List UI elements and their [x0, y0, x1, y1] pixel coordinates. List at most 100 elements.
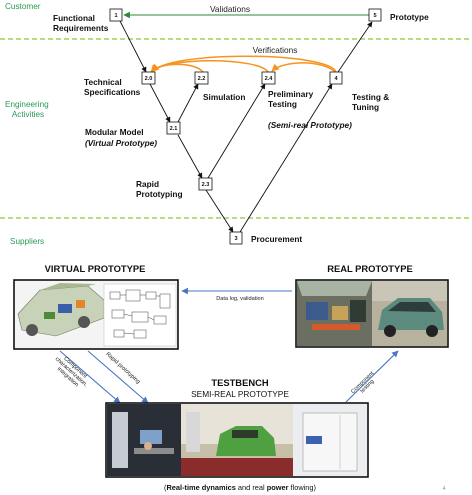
component-characterization-arrow: [59, 350, 121, 404]
lane-label-engineering-line2: Activities: [12, 110, 44, 119]
step-label-2-3: Rapid Prototyping: [136, 179, 183, 199]
step-num-4: 4: [334, 76, 338, 82]
cad-component-green: [44, 312, 55, 319]
v-line-23-to-24: [207, 83, 266, 179]
cad-wheel-front: [26, 324, 38, 336]
cad-car-roof: [40, 283, 96, 290]
step-box-1: 1: [109, 8, 123, 22]
step-num-2-4: 2.4: [265, 76, 274, 82]
control-room-rack: [112, 412, 128, 468]
cad-component-blue: [58, 304, 72, 313]
step-num-2-0: 2.0: [145, 76, 153, 82]
car-wheel-rear: [426, 325, 438, 337]
v-line-21-to-23: [177, 134, 203, 179]
step-label-2-3-line1: Rapid: [136, 179, 159, 189]
caption-bold-2: power: [267, 483, 289, 492]
testbench-title: TESTBENCH: [211, 377, 269, 388]
rapid-prototyping-arrow: [87, 350, 149, 404]
step-label-2-2: Simulation: [203, 92, 245, 102]
v-line-21-to-22: [177, 83, 199, 123]
container-logo: [306, 436, 322, 444]
step-box-2-1: 2.1: [166, 121, 181, 135]
caption-bold-1: Real-time dynamics: [166, 483, 235, 492]
step-label-2-3-line2: Prototyping: [136, 189, 183, 199]
lane-label-engineering-line1: Engineering: [5, 100, 49, 109]
step-label-4-line1: Testing &: [352, 92, 389, 102]
page-number: 4: [443, 486, 446, 492]
step-label-1: Functional Requirements: [53, 13, 109, 33]
verification-arc-24-to-20: [150, 60, 269, 73]
step-num-2-1: 2.1: [170, 126, 178, 132]
step-label-4: Testing & Tuning: [352, 92, 392, 112]
step-label-5: Prototype: [390, 12, 429, 22]
step-box-2-0: 2.0: [141, 71, 156, 85]
cad-wheel-rear: [78, 316, 90, 328]
step-label-1-line1: Functional: [53, 13, 95, 23]
testbench-caption: (Real-time dynamics and real power flowi…: [164, 483, 316, 492]
car-window: [388, 302, 436, 312]
engine-component-2: [332, 306, 348, 320]
caption-suffix: flowing): [288, 483, 316, 492]
v-line-3-to-4: [239, 83, 333, 233]
engine-component-3: [350, 300, 366, 322]
step-box-3: 3: [229, 231, 243, 245]
step-label-2-0-line1: Technical: [84, 77, 122, 87]
step-num-1: 1: [114, 13, 117, 19]
step-box-2-4: 2.4: [261, 71, 276, 85]
cad-component-orange: [76, 300, 85, 308]
data-log-label: Data log, validation: [216, 296, 264, 302]
step-label-2-4-line2: Testing: [268, 99, 297, 109]
semi-real-note: (Semi-real Prototype): [268, 120, 352, 130]
v-line-4-to-5: [337, 21, 373, 73]
v-line-1-to-20: [119, 20, 147, 73]
rapid-prototyping-label: Rapid prototyping: [104, 351, 141, 385]
engine-component-1: [306, 302, 328, 320]
verification-arc-22-to-20: [151, 63, 204, 73]
component-testing-label: Component testing: [350, 370, 380, 400]
real-prototype-title: REAL PROTOTYPE: [327, 263, 413, 274]
operator-figure: [144, 442, 152, 450]
testbench-subtitle: SEMI-REAL PROTOTYPE: [191, 389, 289, 399]
step-num-3: 3: [234, 236, 237, 242]
car-wheel-front: [384, 325, 396, 337]
v-line-23-to-3: [205, 189, 234, 233]
step-num-5: 5: [373, 13, 376, 19]
test-cell-floor: [181, 458, 293, 476]
lane-label-customer: Customer: [5, 2, 41, 11]
verifications-label: Verifications: [253, 45, 298, 55]
control-room-screen: [140, 430, 162, 444]
step-num-2-3: 2.3: [202, 182, 210, 188]
lane-label-engineering: Engineering Activities: [5, 100, 51, 119]
caption-prefix: (: [164, 483, 167, 492]
step-label-2-0-line2: Specifications: [84, 87, 141, 97]
step-label-2-1: Modular Model: [85, 127, 144, 137]
step-label-2-4: Preliminary Testing: [268, 89, 316, 109]
test-cell-vehicle-window: [232, 430, 258, 438]
engine-cabling: [312, 324, 360, 330]
testbench-image: [105, 402, 369, 478]
engine-bay-hood: [297, 281, 372, 296]
step-box-5: 5: [368, 8, 382, 22]
step-box-2-3: 2.3: [198, 177, 213, 191]
test-cell-vehicle: [216, 426, 276, 456]
step-label-2-0: Technical Specifications: [84, 77, 141, 97]
component-testing-arrow: [345, 350, 399, 403]
step-box-2-2: 2.2: [194, 71, 209, 85]
simulink-blocks: [109, 289, 171, 339]
test-cell-cabinet: [186, 412, 200, 452]
step-label-1-line2: Requirements: [53, 23, 109, 33]
lane-label-suppliers: Suppliers: [10, 237, 44, 246]
step-sublabel-2-1: (Virtual Prototype): [85, 138, 157, 148]
step-box-4: 4: [329, 71, 343, 85]
v-line-20-to-21: [149, 83, 171, 123]
control-room-desk: [134, 448, 174, 454]
step-num-2-2: 2.2: [198, 76, 206, 82]
car-photo-sky: [372, 281, 447, 301]
virtual-prototype-title: VIRTUAL PROTOTYPE: [45, 263, 146, 274]
step-label-4-line2: Tuning: [352, 102, 379, 112]
caption-mid: and real: [236, 483, 267, 492]
step-label-3: Procurement: [251, 234, 302, 244]
real-prototype-image: [295, 279, 449, 348]
verification-arc-4-to-24: [271, 62, 336, 73]
